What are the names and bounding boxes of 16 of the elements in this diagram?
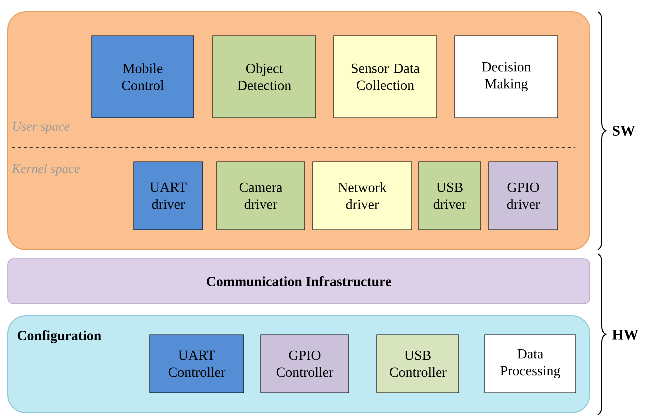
driver-box: GPIO driver: [488, 162, 558, 230]
controller-box: USB Controller: [376, 334, 460, 394]
driver-box: USB driver: [418, 162, 482, 230]
layer-label: SW: [613, 126, 636, 136]
module-box: Object Detection: [212, 36, 316, 118]
driver-box: UART driver: [134, 162, 204, 230]
controller-box: GPIO Controller: [260, 334, 350, 394]
controller-box: Data Processing: [484, 334, 576, 394]
driver-box: Network driver: [312, 162, 412, 230]
controller-box: UART Controller: [150, 334, 244, 394]
driver-box: Camera driver: [216, 162, 306, 230]
module-box: Sensor Data Collection: [334, 36, 438, 118]
infrastructure-bar: Communication Infrastructure: [8, 258, 590, 304]
layer-label: HW: [612, 330, 639, 340]
module-box: Mobile Control: [92, 36, 194, 118]
module-box: Decision Making: [454, 36, 558, 118]
